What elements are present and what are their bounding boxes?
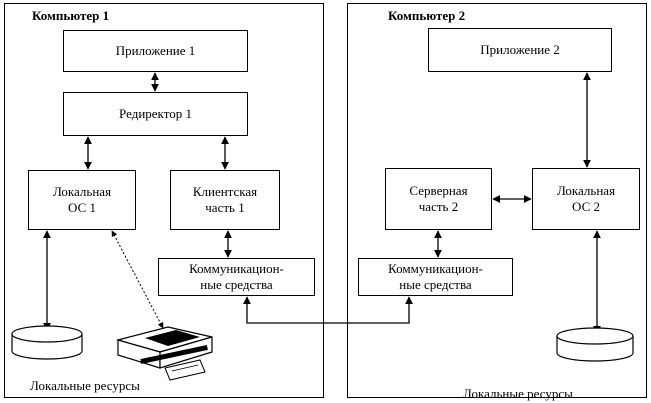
comm-means-1-line1: Коммуникацион-	[189, 261, 284, 276]
local-resources-1-label: Локальные ресурсы	[30, 378, 140, 393]
local-os-1-box: Локальная ОС 1	[28, 170, 136, 230]
local-os-2-line2: ОС 2	[572, 199, 600, 214]
comm-means-2-line1: Коммуникацион-	[388, 261, 483, 276]
application-2-box: Приложение 2	[428, 28, 612, 72]
comm-means-1-line2: ные средства	[200, 277, 273, 292]
local-os-2-line1: Локальная	[556, 183, 616, 198]
server-part-2-box: Серверная часть 2	[385, 168, 492, 230]
server-part-2-line2: часть 2	[418, 199, 459, 214]
printer-icon	[115, 326, 213, 381]
application-1-label: Приложение 1	[115, 43, 196, 58]
disk-1-icon	[11, 325, 83, 360]
comm-means-2-box: Коммуникацион- ные средства	[358, 258, 513, 296]
local-resources-2-label: Локальные ресурсы	[463, 386, 573, 401]
local-os-1-line1: Локальная	[52, 184, 112, 199]
client-part-1-box: Клиентская часть 1	[170, 170, 280, 230]
client-part-1-line2: часть 1	[205, 200, 245, 215]
local-os-2-box: Локальная ОС 2	[532, 168, 640, 230]
disk-2-icon	[556, 327, 634, 362]
client-part-1-line1: Клиентская	[192, 184, 258, 199]
comm-means-1-box: Коммуникацион- ные средства	[158, 258, 315, 296]
server-part-2-line1: Серверная	[409, 183, 468, 198]
application-2-label: Приложение 2	[480, 42, 560, 57]
computer1-title: Компьютер 1	[32, 8, 110, 23]
redirector-1-label: Редиректор 1	[119, 106, 192, 121]
comm-means-2-line2: ные средства	[399, 277, 472, 292]
computer2-title: Компьютер 2	[388, 8, 466, 23]
arrow-localos1-printer	[111, 230, 164, 329]
network-link	[243, 296, 413, 324]
local-os-1-line2: ОС 1	[68, 200, 96, 215]
redirector-1-box: Редиректор 1	[63, 92, 248, 136]
application-1-box: Приложение 1	[63, 30, 248, 72]
